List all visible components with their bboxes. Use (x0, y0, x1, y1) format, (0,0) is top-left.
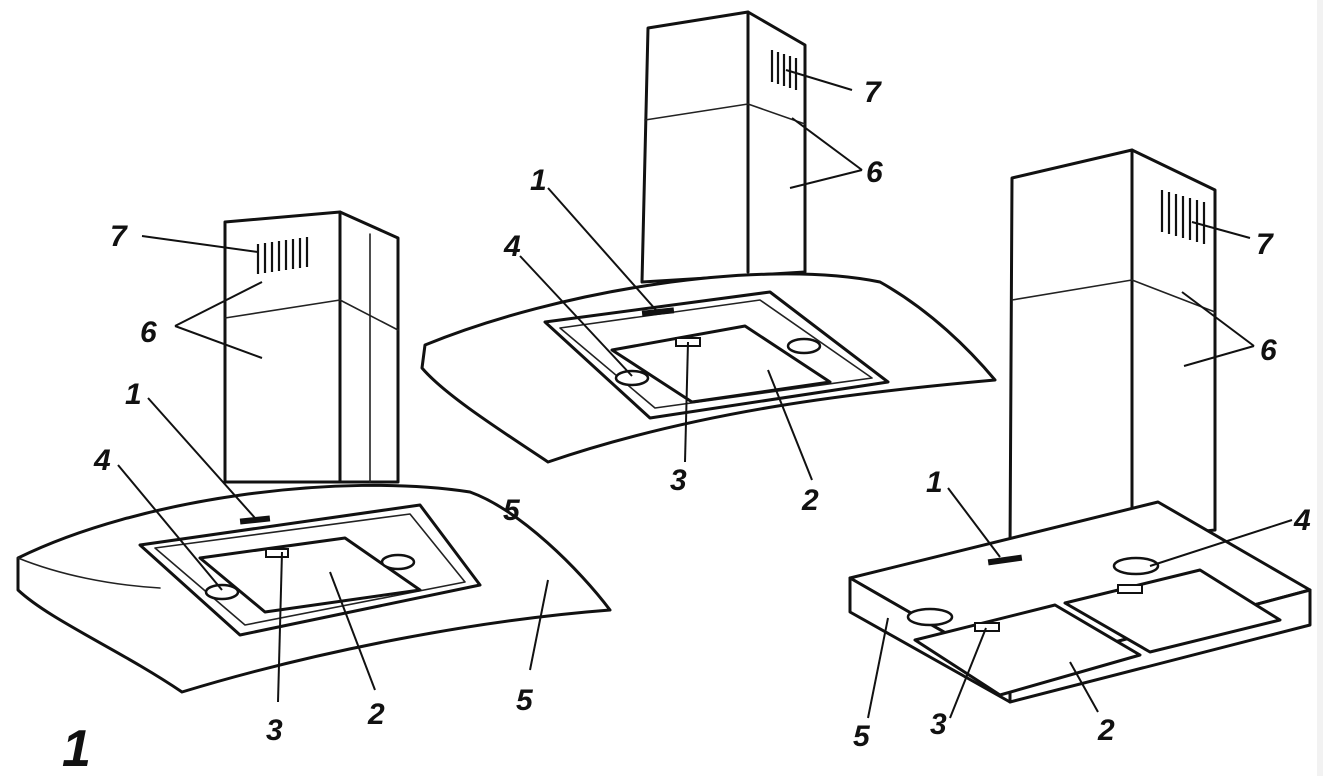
lamp-c-right (1112, 556, 1160, 576)
callout-3-a: 3 (266, 714, 283, 747)
lamp-b-right (786, 337, 822, 355)
hood-curved-island: 7 6 1 4 3 2 5 (16, 210, 612, 747)
light-switch-c (974, 622, 1000, 632)
lamp-c-left (906, 607, 954, 627)
lamp-b-left (614, 369, 650, 387)
grease-filter-b (610, 324, 832, 404)
lamp-a-left (204, 583, 240, 601)
callout-3-b: 3 (670, 464, 687, 497)
callout-1-a: 1 (125, 378, 142, 411)
callout-4-c: 4 (1293, 504, 1311, 537)
vent-grille-c (1160, 190, 1206, 244)
hood-curved-wall: 7 6 1 4 3 2 5 (420, 10, 997, 527)
chimney-a (223, 210, 400, 484)
callout-7-b: 7 (864, 76, 882, 109)
chimney-b (640, 10, 807, 284)
callout-5-b: 5 (503, 494, 521, 527)
callout-4-b: 4 (503, 230, 521, 263)
callout-2-b: 2 (801, 484, 819, 517)
grease-filter-a (198, 536, 422, 614)
callout-6-b: 6 (866, 156, 883, 189)
callout-5-c: 5 (853, 720, 871, 753)
vent-grille-a (256, 237, 309, 274)
lamp-a-right (380, 553, 416, 571)
callout-3-c: 3 (930, 708, 947, 741)
callout-2-a: 2 (367, 698, 385, 731)
light-switch-c2 (1117, 584, 1143, 594)
callout-4-a: 4 (93, 444, 111, 477)
grease-filter-c-left (913, 603, 1142, 697)
callout-1-c: 1 (926, 466, 943, 499)
callout-5-a: 5 (516, 684, 534, 717)
figure-number: 1 (62, 720, 91, 776)
right-edge-strip (1317, 0, 1323, 776)
callout-1-b: 1 (530, 164, 547, 197)
callout-6-a: 6 (140, 316, 157, 349)
callout-2-c: 2 (1097, 714, 1115, 747)
callout-7-a: 7 (110, 220, 128, 253)
light-switch-a (265, 548, 289, 558)
control-panel-c (987, 554, 1023, 566)
chimney-c (1008, 148, 1217, 554)
hood-box-island: 7 6 1 4 5 3 2 (848, 148, 1312, 753)
callout-7-c: 7 (1256, 228, 1274, 261)
control-panel-b (641, 307, 675, 317)
control-panel-a (239, 515, 271, 525)
callout-6-c: 6 (1260, 334, 1277, 367)
